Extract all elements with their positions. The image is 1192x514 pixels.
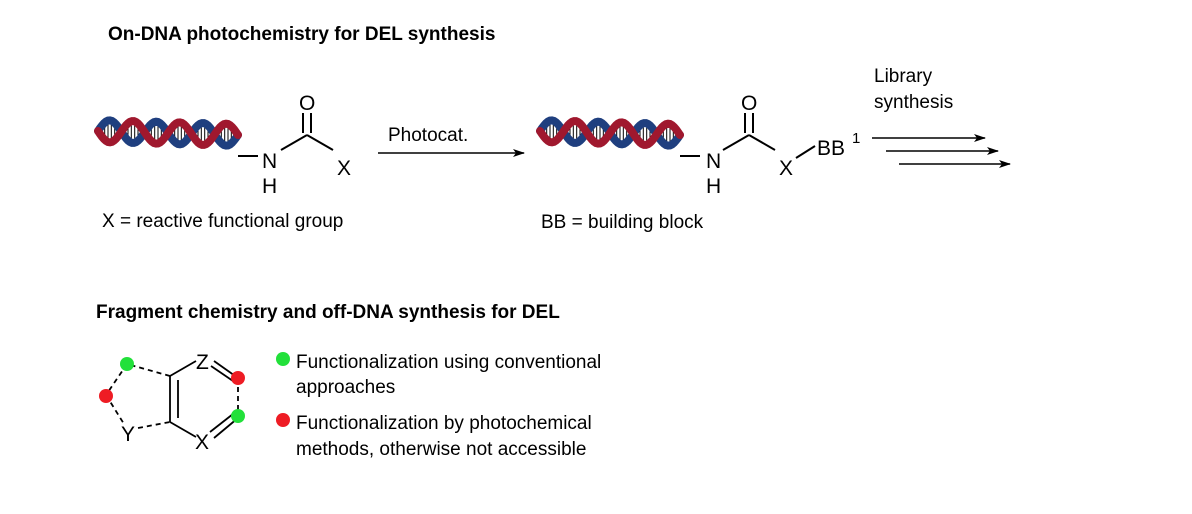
section2-title: Fragment chemistry and off-DNA synthesis… bbox=[96, 302, 560, 323]
legend-green-line1: Functionalization using conventional bbox=[296, 352, 601, 373]
product-hydrogen-label: H bbox=[706, 175, 721, 198]
product-carbamate: O N H X BB 1 bbox=[680, 92, 860, 198]
green-dot-right-lower bbox=[231, 409, 245, 423]
green-dot-upper-left bbox=[120, 357, 134, 371]
ring-y-label: Y bbox=[121, 423, 135, 446]
product-bb-superscript: 1 bbox=[852, 130, 860, 147]
reactant-caption: X = reactive functional group bbox=[102, 211, 343, 232]
product-caption: BB = building block bbox=[541, 212, 704, 233]
legend-red-dot bbox=[276, 413, 290, 427]
reactant-nitrogen-label: N bbox=[262, 150, 277, 173]
product-oxygen-label: O bbox=[741, 92, 757, 115]
legend-green-line2: approaches bbox=[296, 377, 395, 398]
ring-x-label: X bbox=[195, 431, 209, 454]
bicyclic-scaffold: Z X Y bbox=[99, 351, 245, 454]
reactant-oxygen-label: O bbox=[299, 92, 315, 115]
red-dot-left bbox=[99, 389, 113, 403]
product-x-label: X bbox=[779, 157, 793, 180]
dna-strand-red bbox=[536, 117, 684, 149]
library-label-line1: Library bbox=[874, 66, 933, 87]
dna-helix-reactant bbox=[94, 116, 242, 150]
reactant-x-label: X bbox=[337, 157, 351, 180]
ring-z-label: Z bbox=[196, 351, 209, 374]
dna-strand-red bbox=[94, 117, 242, 149]
section1-title: On-DNA photochemistry for DEL synthesis bbox=[108, 24, 495, 45]
legend-red-line1: Functionalization by photochemical bbox=[296, 413, 592, 434]
dna-helix-product bbox=[536, 116, 684, 150]
legend-green-dot bbox=[276, 352, 290, 366]
red-dot-right-upper bbox=[231, 371, 245, 385]
legend-red-line2: methods, otherwise not accessible bbox=[296, 439, 586, 460]
photocat-label: Photocat. bbox=[388, 125, 468, 146]
legend: Functionalization using conventional app… bbox=[276, 352, 601, 460]
product-nitrogen-label: N bbox=[706, 150, 721, 173]
reactant-hydrogen-label: H bbox=[262, 175, 277, 198]
product-bb-label: BB bbox=[817, 137, 845, 160]
reactant-carbamate: O N H X bbox=[238, 92, 351, 198]
library-label-line2: synthesis bbox=[874, 92, 953, 113]
